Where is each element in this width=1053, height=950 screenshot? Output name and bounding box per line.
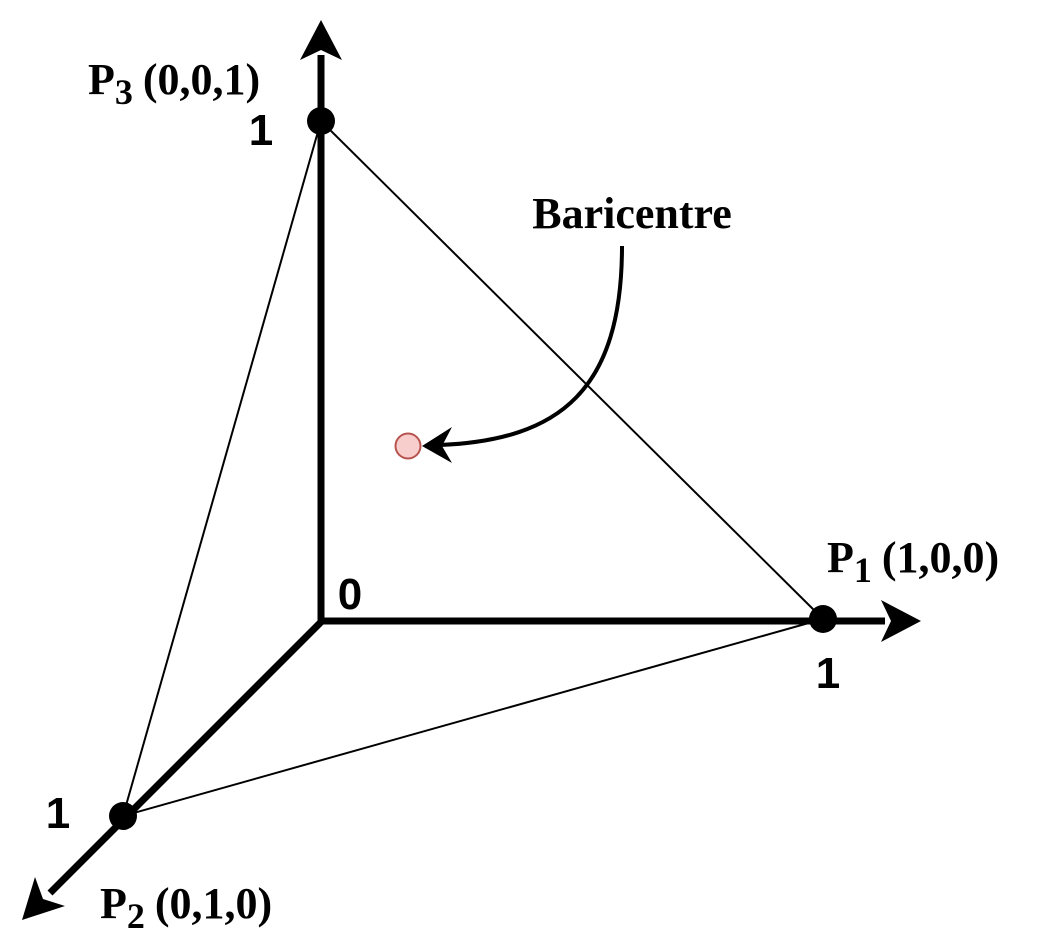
- edge-p3-p1: [320, 120, 824, 620]
- vertices: [109, 107, 837, 830]
- p1-coords: (1,0,0): [882, 533, 999, 582]
- p2-name: P: [100, 879, 127, 928]
- p2-index: 2: [127, 896, 145, 936]
- p3-coords: (0,0,1): [143, 55, 260, 104]
- p1-name: P: [827, 533, 854, 582]
- y-axis: [47, 618, 325, 896]
- tick-z-one: 1: [249, 106, 273, 155]
- edge-p3-p2: [122, 120, 322, 817]
- barycenter-arrowhead: [422, 427, 452, 463]
- p2-label: P2(0,1,0): [100, 879, 272, 936]
- p3-label: P3(0,0,1): [88, 55, 260, 112]
- vertex-p2: [109, 802, 137, 830]
- p1-index: 1: [854, 550, 872, 590]
- p3-name: P: [88, 55, 115, 104]
- p1-label: P1(1,0,0): [827, 533, 999, 590]
- p2-coords: (0,1,0): [155, 879, 272, 928]
- barycenter-label: Baricentre: [532, 189, 732, 238]
- tick-x-one: 1: [816, 649, 840, 698]
- axes: [47, 55, 885, 896]
- x-axis-arrowhead: [881, 600, 921, 642]
- tick-y-one: 1: [46, 789, 70, 838]
- edge-p2-p1: [122, 618, 824, 817]
- p3-index: 3: [115, 72, 133, 112]
- barycenter-point: [394, 432, 422, 460]
- vertex-p1: [809, 605, 837, 633]
- y-axis-arrowhead: [22, 877, 65, 920]
- axis-arrowheads: [22, 20, 921, 920]
- triangle-edges: [122, 120, 824, 817]
- z-axis-arrowhead: [300, 20, 342, 60]
- vertex-p3: [307, 107, 335, 135]
- barycenter-arrow: [439, 245, 624, 447]
- tick-origin: 0: [338, 570, 362, 619]
